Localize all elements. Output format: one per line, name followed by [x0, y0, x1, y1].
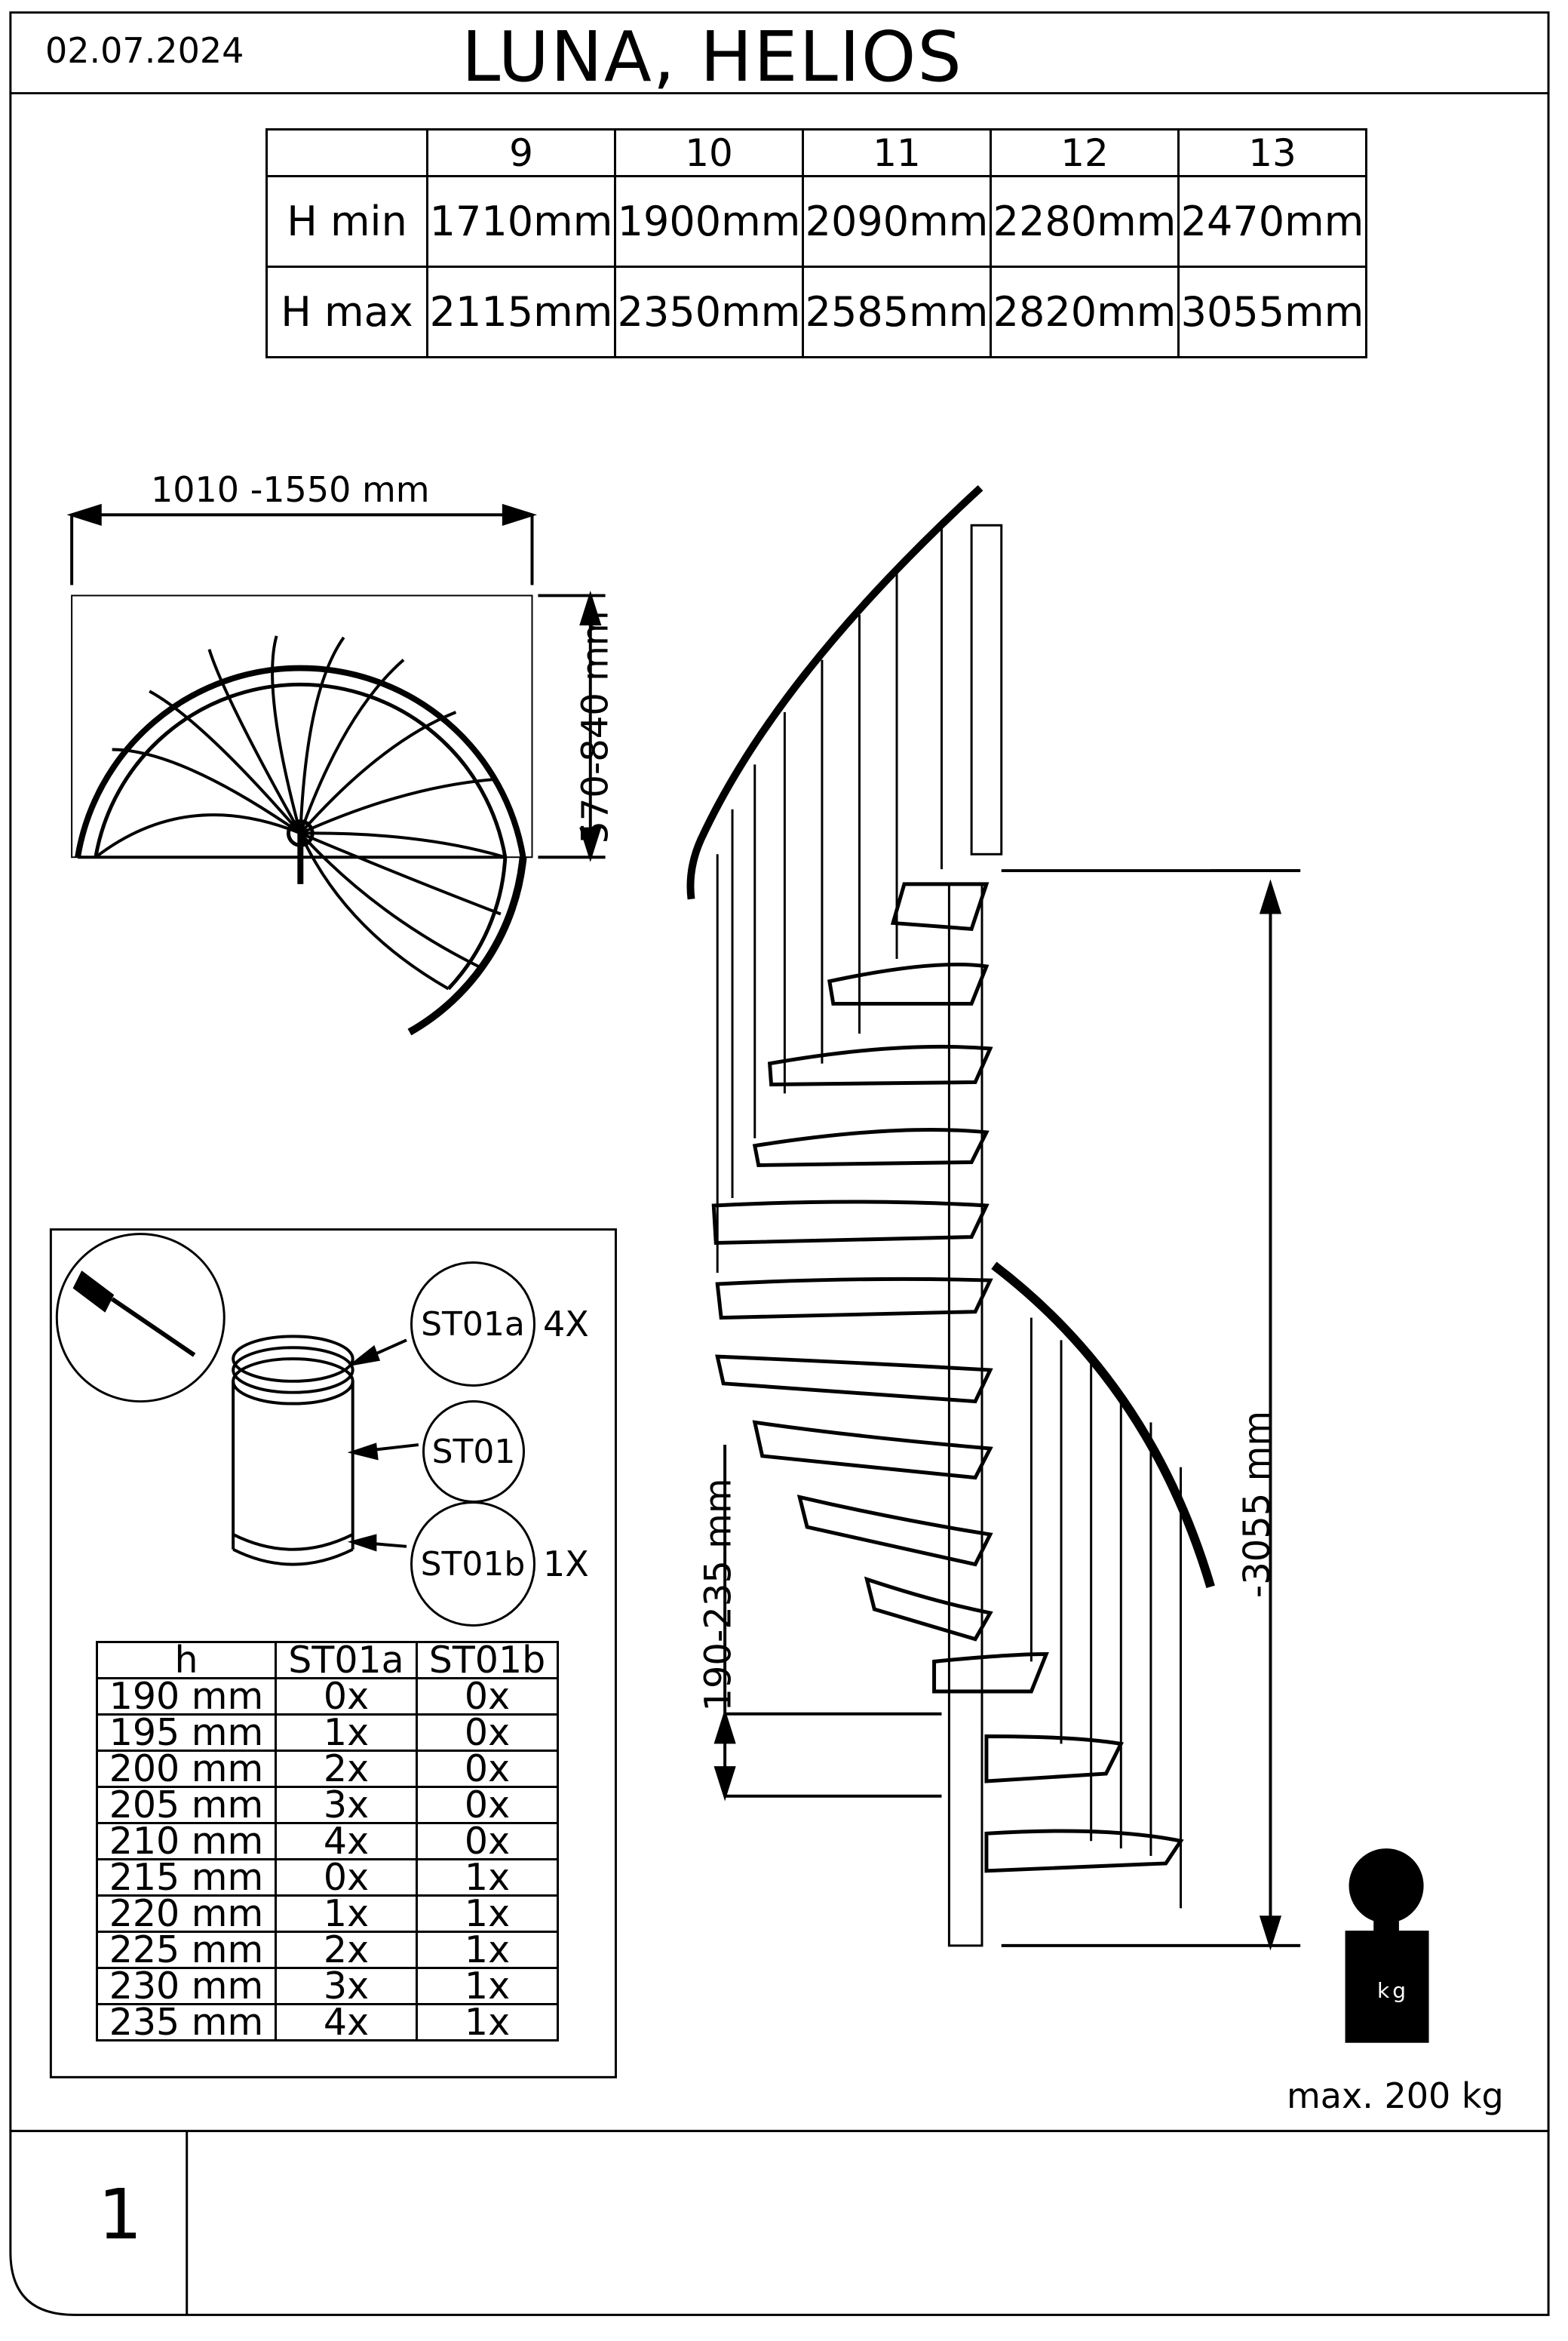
ring-cell: 4x: [275, 2003, 418, 2041]
ring-cell: 1x: [416, 1967, 559, 2005]
depth-dimension-label: 570-840 mm: [574, 610, 617, 844]
height-cell: 2820mm: [990, 266, 1180, 358]
ring-cell: 3x: [275, 1786, 418, 1824]
ring-header-cell: h: [96, 1641, 277, 1679]
height-cell: 2090mm: [802, 175, 992, 268]
ring-cell: 1x: [275, 1894, 418, 1933]
ring-header-cell: ST01a: [275, 1641, 418, 1679]
step-count-cell: 13: [1177, 128, 1367, 177]
part-qty-st01b: 1X: [543, 1544, 589, 1584]
ring-cell: 0x: [416, 1713, 559, 1752]
height-table-row: H min 1710mm 1900mm 2090mm 2280mm 2470mm: [265, 175, 1367, 268]
ring-cell: 215 mm: [96, 1858, 277, 1897]
parts-box: [49, 1228, 617, 2078]
ring-cell: 0x: [416, 1750, 559, 1788]
row-label: H min: [265, 175, 428, 268]
ring-cell: 235 mm: [96, 2003, 277, 2041]
ring-cell: 1x: [416, 2003, 559, 2041]
kg-weight-icon: [1345, 1848, 1429, 2043]
row-label: H max: [265, 266, 428, 358]
ring-cell: 225 mm: [96, 1931, 277, 1969]
total-height-dimension-label: -3055 mm: [1236, 1410, 1279, 1599]
ring-cell: 1x: [416, 1894, 559, 1933]
ring-cell: 195 mm: [96, 1713, 277, 1752]
ring-cell: 0x: [275, 1677, 418, 1716]
height-cell: 2280mm: [990, 175, 1180, 268]
document-title: LUNA, HELIOS: [462, 17, 963, 97]
part-qty-st01a: 4X: [543, 1304, 589, 1344]
ring-cell: 210 mm: [96, 1822, 277, 1860]
height-cell: 2470mm: [1177, 175, 1367, 268]
height-cell: 3055mm: [1177, 266, 1367, 358]
ring-cell: 0x: [275, 1858, 418, 1897]
part-callout-st01: ST01: [422, 1400, 525, 1503]
ring-cell: 3x: [275, 1967, 418, 2005]
step-count-cell: 9: [426, 128, 616, 177]
step-count-cell: 12: [990, 128, 1180, 177]
ring-cell: 2x: [275, 1750, 418, 1788]
ring-cell: 4x: [275, 1822, 418, 1860]
height-table: 9 10 11 12 13 H min 1710mm 1900mm 2090mm…: [265, 128, 1367, 358]
ring-header-cell: ST01b: [416, 1641, 559, 1679]
max-weight-label: max. 200 kg: [1287, 2075, 1504, 2116]
height-cell: 1710mm: [426, 175, 616, 268]
height-cell: 2350mm: [614, 266, 804, 358]
ring-cell: 0x: [416, 1822, 559, 1860]
side-view-drawing: [686, 485, 1301, 1951]
ring-cell: 220 mm: [96, 1894, 277, 1933]
ring-table-header: h ST01a ST01b: [96, 1641, 559, 1679]
step-count-cell: 10: [614, 128, 804, 177]
step-height-dimension-label: 190-235 mm: [697, 1478, 740, 1712]
ring-cell: 1x: [416, 1931, 559, 1969]
height-cell: 2585mm: [802, 266, 992, 358]
width-dimension-label: 1010 -1550 mm: [151, 469, 430, 510]
ring-cell: 200 mm: [96, 1750, 277, 1788]
part-callout-st01a: ST01a: [410, 1261, 535, 1387]
height-cell: 2115mm: [426, 266, 616, 358]
ring-cell: 1x: [275, 1713, 418, 1752]
part-callout-st01b: ST01b: [410, 1501, 535, 1627]
height-table-corner: [265, 128, 428, 177]
ring-cell: 2x: [275, 1931, 418, 1969]
ring-cell: 0x: [416, 1677, 559, 1716]
ring-cell: 190 mm: [96, 1677, 277, 1716]
spacer-ring-drawing: [232, 1335, 419, 1566]
kg-icon-text: kg: [1377, 1978, 1409, 2003]
ring-cell: 0x: [416, 1786, 559, 1824]
height-cell: 1900mm: [614, 175, 804, 268]
top-view-drawing: [66, 503, 606, 1036]
screwdriver-detail-icon: [55, 1233, 226, 1403]
step-count-cell: 11: [802, 128, 992, 177]
document-date: 02.07.2024: [45, 30, 244, 71]
ring-cell: 1x: [416, 1858, 559, 1897]
ring-cell: 205 mm: [96, 1786, 277, 1824]
height-table-header: 9 10 11 12 13: [265, 128, 1367, 177]
ring-cell: 230 mm: [96, 1967, 277, 2005]
height-table-row: H max 2115mm 2350mm 2585mm 2820mm 3055mm: [265, 266, 1367, 358]
page-number: 1: [98, 2174, 143, 2255]
